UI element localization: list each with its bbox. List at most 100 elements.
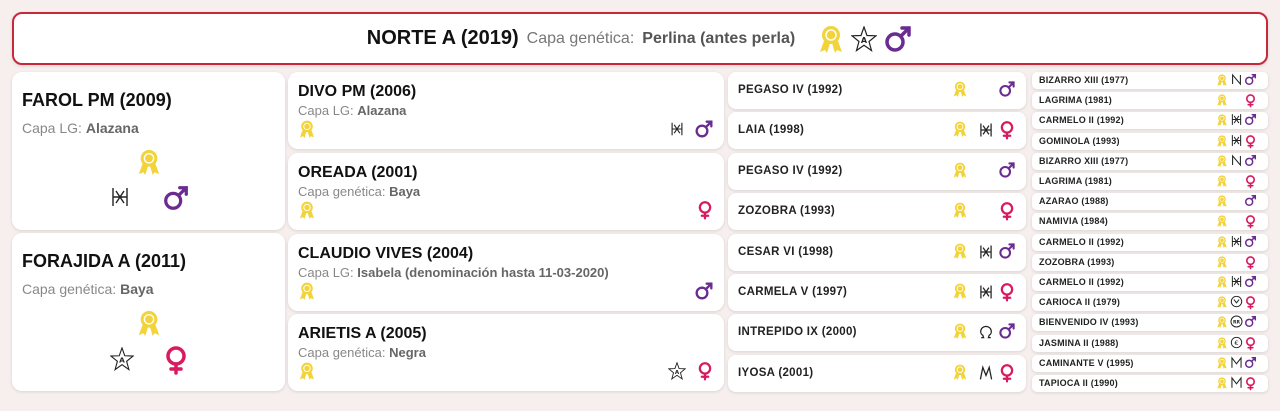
capa-label: Capa LG: (298, 265, 354, 280)
bracket-mark-icon (670, 121, 684, 137)
gen4-card-15[interactable]: CAMINANTE V (1995) (1032, 354, 1268, 372)
male-icon (998, 322, 1016, 340)
subject-header: NORTE A (2019) Capa genética: Perlina (a… (12, 12, 1268, 65)
gen4-card-6[interactable]: LAGRIMA (1981) (1032, 173, 1268, 190)
horse-name: PEGASO IV (1992) (738, 164, 843, 177)
gen4-card-12[interactable]: CARIOCA II (1979) (1032, 294, 1268, 312)
bracket-mark-icon (978, 244, 994, 260)
gen4-card-14[interactable]: JASMINA II (1988)€ (1032, 334, 1268, 352)
gen4-card-10[interactable]: ZOZOBRA (1993) (1032, 253, 1268, 271)
ribbon-icon (817, 24, 845, 54)
horse-name: FORAJIDA A (2011) (22, 251, 187, 271)
gen1-card-2[interactable]: FORAJIDA A (2011) Capa genética: Baya A (12, 233, 285, 391)
n-mark-icon (1230, 73, 1243, 86)
ribbon-icon (298, 281, 316, 301)
horse-name: CARMELO II (1992) (1039, 236, 1124, 247)
horse-name: BIENVENIDO IV (1993) (1039, 317, 1139, 328)
female-icon (1244, 376, 1257, 391)
gen4-card-5[interactable]: BIZARRO XIII (1977) (1032, 152, 1268, 170)
capa-value: Baya (389, 184, 421, 199)
capa-label: Capa genética: (22, 281, 117, 297)
ribbon-icon (298, 361, 316, 381)
subject-name: NORTE A (2019) (366, 27, 519, 49)
ribbon-icon (952, 80, 968, 98)
horse-name: NAMIVIA (1984) (1039, 216, 1108, 227)
ribbon-icon (136, 309, 162, 337)
svg-text:A: A (861, 36, 868, 45)
gen4-card-1[interactable]: BIZARRO XIII (1977) (1032, 72, 1268, 89)
horse-name: BIZARRO XIII (1977) (1039, 75, 1129, 85)
horse-name: CARIOCA II (1979) (1039, 297, 1121, 308)
gen1-card-1[interactable]: FAROL PM (2009) Capa LG: Alazana (12, 72, 285, 230)
horse-name: BIZARRO XIII (1977) (1039, 155, 1129, 166)
horse-name: OREADA (2001) (298, 164, 418, 181)
ribbon-icon (1216, 93, 1228, 107)
capa-value: Negra (389, 345, 426, 360)
circle-mark-mark-icon (1230, 295, 1243, 308)
female-icon (1244, 295, 1257, 310)
gen3-card-2[interactable]: LAIA (1998) (728, 112, 1026, 150)
female-icon (696, 200, 714, 220)
male-icon (162, 184, 190, 212)
gen4-card-9[interactable]: CARMELO II (1992) (1032, 233, 1268, 251)
gen4-card-16[interactable]: TAPIOCA II (1990) (1032, 375, 1268, 392)
horse-name: CARMELO II (1992) (1039, 277, 1124, 287)
gen2-card-1[interactable]: DIVO PM (2006) Capa LG: Alazana (288, 72, 724, 149)
gen2-card-2[interactable]: OREADA (2001) Capa genética: Baya (288, 153, 724, 230)
female-icon (998, 201, 1016, 221)
male-icon (1244, 194, 1257, 207)
gen3-card-3[interactable]: PEGASO IV (1992) (728, 152, 1026, 190)
female-icon (1244, 214, 1257, 229)
ribbon-icon (952, 363, 968, 381)
ribbon-icon (1216, 154, 1228, 168)
gen4-card-3[interactable]: CARMELO II (1992) (1032, 112, 1268, 130)
gen2-card-4[interactable]: ARIETIS A (2005) Capa genética: Negra A (288, 314, 724, 391)
horse-name: LAGRIMA (1981) (1039, 95, 1112, 106)
horse-name: INTREPIDO IX (2000) (738, 326, 857, 339)
gen3-card-8[interactable]: IYOSA (2001) (728, 354, 1026, 392)
horse-name: ARIETIS A (2005) (298, 325, 427, 342)
ribbon-icon (1216, 255, 1228, 269)
horse-name: AZARAO (1988) (1039, 196, 1109, 207)
ribbon-icon (952, 120, 968, 138)
male-icon (694, 119, 714, 139)
gen4-card-11[interactable]: CARMELO II (1992) (1032, 274, 1268, 291)
gen3-card-5[interactable]: CESAR VI (1998) (728, 233, 1026, 271)
ribbon-icon (1216, 174, 1228, 188)
star-a-icon: A (851, 25, 878, 52)
gen4-card-7[interactable]: AZARAO (1988) (1032, 193, 1268, 211)
capa-value: Perlina (antes perla) (642, 29, 796, 47)
ribbon-icon (136, 148, 162, 176)
gen4-card-13[interactable]: BIENVENIDO IV (1993) RR (1032, 314, 1268, 332)
bracket-mark-icon (978, 122, 994, 138)
ribbon-icon (1216, 275, 1228, 289)
ribbon-icon (1216, 295, 1228, 309)
capa-label: Capa genética: (526, 29, 635, 47)
capa-value: Isabela (denominación hasta 11-03-2020) (357, 265, 609, 280)
capa-label: Capa genética: (298, 345, 386, 360)
gen4-card-4[interactable]: GOMINOLA (1993) (1032, 132, 1268, 150)
ribbon-icon (1216, 336, 1228, 350)
horse-name: PEGASO IV (1992) (738, 84, 843, 96)
gen4-card-2[interactable]: LAGRIMA (1981) (1032, 92, 1268, 110)
gen3-card-1[interactable]: PEGASO IV (1992) (728, 72, 1026, 109)
ribbon-icon (1216, 113, 1228, 127)
horse-name: DIVO PM (2006) (298, 83, 417, 100)
star-a-icon: A (110, 347, 134, 371)
female-icon (1244, 174, 1257, 189)
gen3-card-4[interactable]: ZOZOBRA (1993) (728, 193, 1026, 231)
m-mark-icon (978, 364, 994, 381)
male-icon (1244, 73, 1257, 86)
gen3-card-6[interactable]: CARMELA V (1997) (728, 274, 1026, 311)
gen2-card-3[interactable]: CLAUDIO VIVES (2004) Capa LG: Isabela (d… (288, 234, 724, 311)
svg-text:RR: RR (1233, 320, 1240, 326)
female-icon (1244, 336, 1257, 351)
horse-name: ZOZOBRA (1993) (1039, 256, 1115, 267)
gen3-card-7[interactable]: INTREPIDO IX (2000) (728, 314, 1026, 352)
female-icon (696, 361, 714, 381)
horse-name: LAGRIMA (1981) (1039, 176, 1112, 186)
n-mark-icon (1230, 154, 1243, 167)
female-icon (1244, 255, 1257, 270)
ribbon-icon (1216, 356, 1228, 370)
gen4-card-8[interactable]: NAMIVIA (1984) (1032, 213, 1268, 231)
